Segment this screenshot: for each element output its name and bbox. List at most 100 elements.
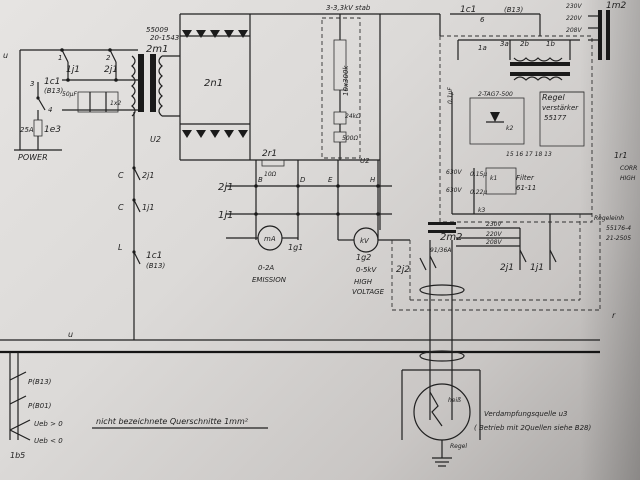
label-cap-01: 0,1µF	[447, 87, 454, 104]
label-630v-1: 630V	[446, 169, 462, 176]
meter-emission	[226, 225, 298, 251]
label-res-500: 500Ω	[342, 135, 358, 142]
label-cap-015: 0,15µ	[470, 171, 487, 178]
label-source-hot: heiß	[448, 397, 461, 404]
label-res-24k: 24kΩ	[345, 113, 361, 120]
label-p3: 3	[30, 80, 34, 88]
label-range-ma: 0-2A	[258, 264, 274, 272]
regel-unit-box	[439, 14, 593, 223]
label-bus-r: r	[612, 311, 616, 320]
label-cross-section-note: nicht bezeichnete Querschnitte 1mm²	[96, 417, 249, 426]
label-u-left: u	[3, 51, 8, 60]
right-transformer-1m2	[588, 10, 610, 60]
label-top-2b: 2b	[520, 40, 529, 48]
label-u2-right: U2	[360, 157, 370, 165]
label-sw-1c1-ref: (B13)	[44, 87, 63, 95]
schematic-labels: 3-3,3kV stab u 1c1 (B13) 3 4 1 2 1j1 2j1…	[3, 1, 637, 460]
evaporation-source	[401, 369, 481, 467]
label-transformer: 2m1	[146, 44, 168, 55]
label-col-e: E	[328, 176, 333, 184]
label-ref-1b5: 1b5	[10, 451, 25, 460]
label-cap-50uf: 50µF	[62, 91, 77, 98]
label-row-1j1: 1j1	[218, 210, 234, 221]
label-630v-2: 630V	[446, 187, 462, 194]
label-emission: EMISSION	[252, 276, 287, 284]
label-cap-022: 0,22µ	[470, 189, 487, 196]
label-p2: 2	[106, 54, 111, 62]
label-top-6: 6	[480, 16, 485, 24]
label-col-h: H	[370, 176, 376, 184]
label-voltage: VOLTAGE	[352, 288, 385, 296]
label-res-2r1: 2r1	[262, 149, 277, 159]
label-top-3a: 3a	[500, 40, 509, 48]
label-filter-part: 61-11	[516, 184, 536, 192]
hv-divider	[250, 14, 381, 230]
label-tube: 2-TAG7-500	[478, 91, 513, 98]
label-source-note: ( Betrieb mit 2Quellen siehe B28)	[474, 424, 591, 432]
label-source-title: Verdampfungsquelle u3	[484, 410, 567, 418]
main-bus-lines	[19, 13, 540, 150]
label-filter: Filter	[516, 174, 535, 182]
label-meter-1g2: 1g2	[356, 253, 371, 262]
label-p-b01: P(B01)	[28, 402, 52, 410]
label-regel: Regel	[542, 93, 565, 102]
label-top-1b: 1b	[546, 40, 555, 48]
label-top-b13: (B13)	[504, 6, 523, 14]
label-sw-1c1: 1c1	[44, 77, 60, 87]
label-sw-1c1-b-ref: (B13)	[146, 262, 165, 270]
source-wiring	[391, 214, 601, 420]
label-k2: k2	[506, 125, 513, 132]
label-tr-1m2: 1m2	[606, 1, 626, 11]
label-right-1r1: 1r1	[614, 151, 627, 160]
label-range-kv: 0-5kV	[356, 266, 377, 274]
label-tr-2m2: 2m2	[440, 232, 462, 243]
label-top-1c1: 1c1	[460, 5, 476, 15]
fuse-1e3	[14, 110, 62, 151]
lower-bus	[0, 330, 600, 354]
resistor-2r1	[261, 159, 285, 167]
meter-high-voltage	[338, 227, 410, 253]
label-source-regel: Regel	[450, 443, 467, 450]
label-k1: k1	[490, 175, 497, 182]
label-p4: 4	[48, 106, 52, 114]
transformer-2m1	[131, 14, 181, 160]
label-k3: k3	[478, 207, 485, 214]
transformer-2m2	[428, 214, 557, 270]
label-transformer-part: 55009	[146, 26, 169, 34]
label-c2: C	[118, 203, 124, 212]
label-row-2j1: 2j1	[218, 182, 234, 193]
left-control-chain	[132, 112, 141, 330]
label-transformer-part2: 20-1543	[150, 34, 179, 42]
p-switches	[9, 352, 268, 441]
label-regel-part2: 55176-4	[606, 225, 631, 232]
label-meter-1g1: 1g1	[288, 243, 303, 252]
label-sw-1c1-b: 1c1	[146, 251, 162, 261]
label-sw-2j2: 2j2	[396, 265, 410, 275]
label-meter-ma: mA	[264, 235, 276, 243]
switch-matrix	[226, 160, 392, 240]
label-ueb-lt0: Ueb < 0	[34, 437, 63, 445]
label-col-d: D	[300, 176, 306, 184]
label-tr-2m2-part: 91/36A	[430, 247, 451, 254]
label-c: C	[118, 171, 124, 180]
label-sw-1j1: 1j1	[142, 203, 154, 212]
label-fuse-rating: 25A	[20, 126, 34, 134]
input-capacitors	[77, 91, 119, 113]
label-power: POWER	[18, 153, 48, 162]
label-verstarker: verstärker	[542, 104, 579, 112]
label-supply-top: 3-3,3kV stab	[326, 4, 371, 12]
label-meter-kv: kV	[360, 237, 370, 245]
label-col-b: B	[258, 176, 263, 184]
label-tr-right-208: 208V	[566, 27, 582, 34]
label-res-10x300k: 10x300k	[342, 65, 350, 96]
label-fuse: 1e3	[44, 125, 61, 135]
label-sw-2j1b: 2j1	[500, 263, 514, 273]
label-high: HIGH	[354, 278, 373, 286]
label-top-1a: 1a	[478, 44, 487, 52]
label-v230: 230V	[486, 221, 502, 228]
label-regel-part3: 21-2505	[606, 235, 631, 242]
label-regel-part: 55177	[544, 114, 567, 122]
label-tr-right-220: 220V	[566, 15, 582, 22]
